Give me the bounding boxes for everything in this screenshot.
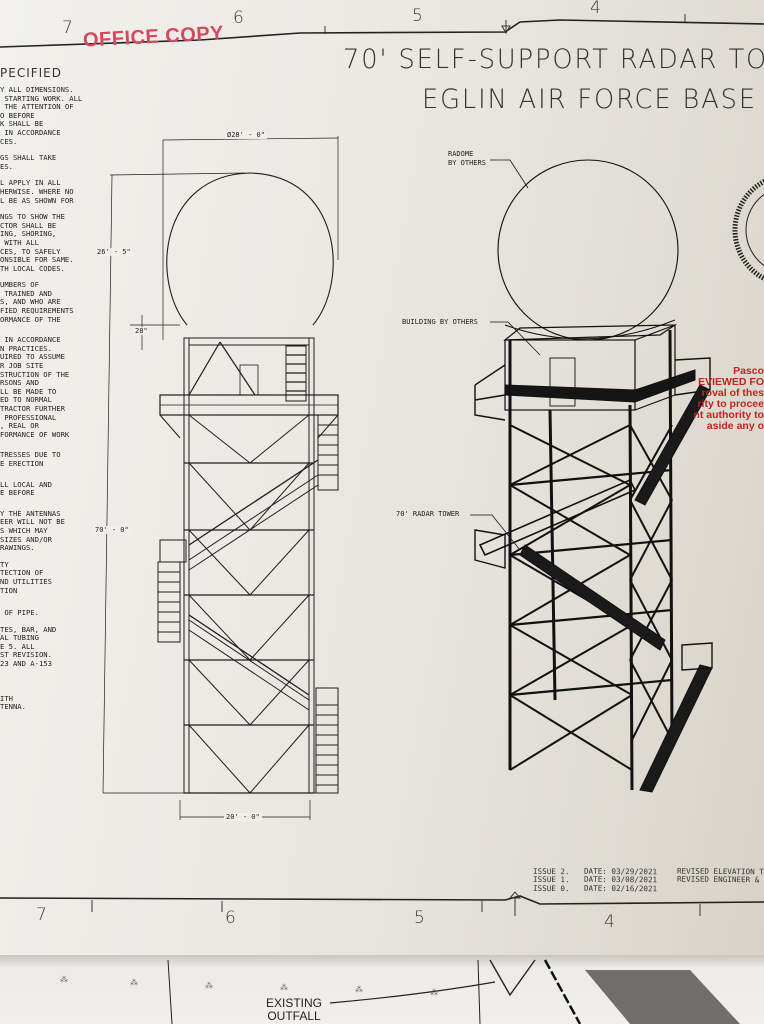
svg-text:⁂: ⁂ <box>130 978 138 987</box>
ruler-zone-6: 6 <box>225 908 236 928</box>
radome-gap-dimension: 28" <box>133 327 150 335</box>
bottom-border-ruler <box>0 891 764 916</box>
radar-tower-callout: 70' RADAR TOWER <box>396 510 460 518</box>
top-border-ruler <box>0 14 764 48</box>
ruler-zone-5: 5 <box>412 6 423 26</box>
ruler-zone-5: 5 <box>414 908 425 928</box>
radome-height-dimension: 26' - 5" <box>95 248 133 256</box>
note-block: TY TECTION OF ND UTILITIES TION <box>0 559 52 595</box>
base-width-dimension: 20' - 0" <box>224 813 262 821</box>
note-block: Y ALL DIMENSIONS. STARTING WORK. ALL THE… <box>0 85 83 146</box>
ruler-zone-7: 7 <box>62 18 73 38</box>
tower-elevation-drawing <box>102 136 339 820</box>
note-block: GS SHALL TAKE ES. <box>0 153 57 171</box>
tower-isometric-drawing <box>470 159 713 793</box>
note-block: TRESSES DUE TO E ERECTION <box>0 450 61 468</box>
drawing-title-line2: EGLIN AIR FORCE BASE <box>422 84 757 115</box>
svg-text:⁂: ⁂ <box>205 981 213 990</box>
drawing-sheet <box>0 0 764 955</box>
general-notes: Y ALL DIMENSIONS. STARTING WORK. ALL THE… <box>0 85 100 712</box>
site-plan-drawing: ⁂ ⁂ ⁂ ⁂ ⁂ ⁂ <box>60 959 740 1024</box>
existing-outfall-callout: EXISTING OUTFALL <box>266 996 323 1023</box>
radome-diameter-dimension: Ø28' - 0" <box>225 131 267 139</box>
review-stamp: Pasco EVIEWED FO roval of thes rity to p… <box>693 365 764 432</box>
ruler-zone-4: 4 <box>590 0 601 18</box>
svg-text:⁂: ⁂ <box>280 983 288 992</box>
drawing-title-line1: 70' SELF-SUPPORT RADAR TO <box>343 44 764 75</box>
note-block: TES, BAR, AND AL TUBING E 5. ALL ST REVI… <box>0 624 57 669</box>
engineer-seal-icon <box>732 178 764 282</box>
svg-text:⁂: ⁂ <box>355 985 363 994</box>
ruler-zone-6: 6 <box>233 8 244 28</box>
note-block: L APPLY IN ALL HERWISE. WHERE NO L BE AS… <box>0 178 74 205</box>
svg-text:⁂: ⁂ <box>430 988 438 997</box>
tower-height-dimension: 70' - 0" <box>93 526 131 534</box>
ruler-zone-7: 7 <box>36 905 47 925</box>
note-block: NGS TO SHOW THE CTOR SHALL BE ING, SHORI… <box>0 212 74 273</box>
note-block: LL LOCAL AND E BEFORE <box>0 479 52 498</box>
note-block: OF PIPE. <box>0 608 39 618</box>
radome-callout: RADOME BY OTHERS <box>448 150 486 167</box>
note-block: UMBERS OF TRAINED AND S, AND WHO ARE FIE… <box>0 280 74 324</box>
note-block: IN ACCORDANCE N PRACTICES. UIRED TO ASSU… <box>0 335 70 439</box>
note-block: Y THE ANTENNAS EER WILL NOT BE S WHICH M… <box>0 508 65 553</box>
notes-heading: PECIFIED <box>0 66 62 80</box>
note-block: ITH TENNA. <box>0 693 26 712</box>
svg-text:⁂: ⁂ <box>60 975 68 984</box>
ruler-zone-4: 4 <box>604 912 615 932</box>
building-callout: BUILDING BY OTHERS <box>402 318 478 326</box>
